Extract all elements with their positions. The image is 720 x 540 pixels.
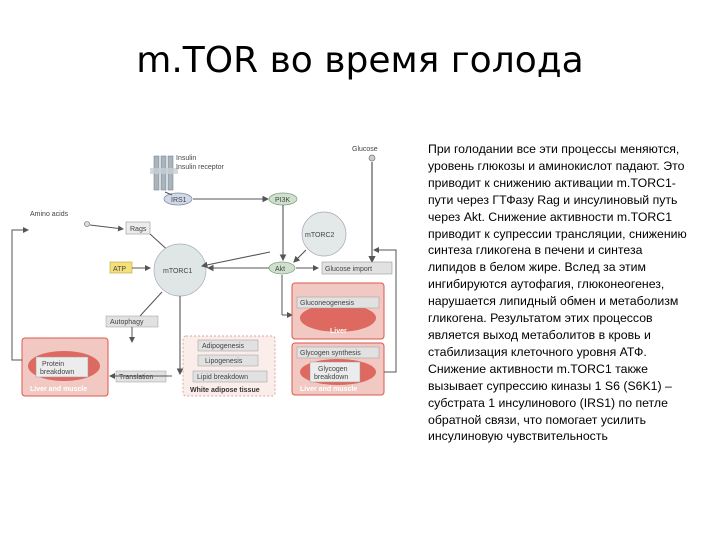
glycogen-breakdown-box	[309, 361, 361, 383]
adipogenesis-label: Adipogenesis	[202, 343, 245, 350]
amino-acid-icon	[84, 221, 90, 227]
insulin-label: Insulin	[176, 155, 196, 162]
liver-muscle-left-label: Liver and muscle	[30, 386, 87, 393]
pi3k-label: PI3K	[275, 197, 291, 204]
protein-breakdown-label-1: Protein	[42, 361, 64, 368]
protein-breakdown-box	[35, 356, 89, 378]
autophagy-label: Autophagy	[110, 319, 144, 326]
lipid-breakdown-label: Lipid breakdown	[197, 374, 248, 381]
irs1-node	[163, 192, 193, 206]
white-adipose-label: White adipose tissue	[190, 387, 260, 394]
gluconeogenesis-label: Gluconeogenesis	[300, 300, 355, 307]
mtorc1-label: mTORC1	[163, 268, 193, 275]
irs1-label: IRS1	[171, 197, 187, 204]
liver-muscle-right-label: Liver and muscle	[300, 386, 357, 393]
akt-label: Akt	[275, 266, 285, 273]
amino-acid-feedback-arrow	[11, 227, 29, 361]
translation-label: Translation	[119, 374, 153, 381]
insulin-receptor-icon	[150, 155, 178, 191]
rags-node	[125, 221, 151, 235]
glycogen-synthesis-box	[296, 346, 380, 359]
glucose-import-box	[321, 261, 393, 275]
adipogenesis-box	[197, 339, 259, 352]
liver-label: Liver	[330, 328, 347, 335]
lipid-breakdown-box	[192, 370, 268, 383]
glucose-molecule-icon	[368, 154, 376, 162]
slide-body-text: При голодании все эти процессы меняются,…	[428, 142, 687, 444]
amino-acids-label: Amino acids	[30, 211, 69, 218]
glucose-label: Glucose	[352, 146, 378, 153]
insulin-receptor-label: Insulin receptor	[176, 164, 225, 171]
rags-label: Rags	[130, 226, 147, 233]
mtorc2-node	[301, 211, 347, 257]
lipogenesis-label: Lipogenesis	[205, 358, 243, 365]
glucose-feedback-arrow	[373, 247, 397, 373]
mtorc2-label: mTORC2	[305, 232, 335, 239]
slide-title: m.TOR во время голода	[136, 40, 584, 81]
gluconeogenesis-box	[296, 296, 380, 309]
glycogen-synthesis-label: Glycogen synthesis	[300, 350, 361, 357]
glycogen-breakdown-label-2: breakdown	[314, 374, 348, 381]
atp-label: ATP	[113, 266, 126, 273]
lipogenesis-box	[197, 354, 259, 367]
glycogen-breakdown-label-1: Glycogen	[318, 366, 348, 373]
protein-breakdown-label-2: breakdown	[40, 369, 74, 376]
glucose-import-label: Glucose import	[325, 266, 372, 273]
